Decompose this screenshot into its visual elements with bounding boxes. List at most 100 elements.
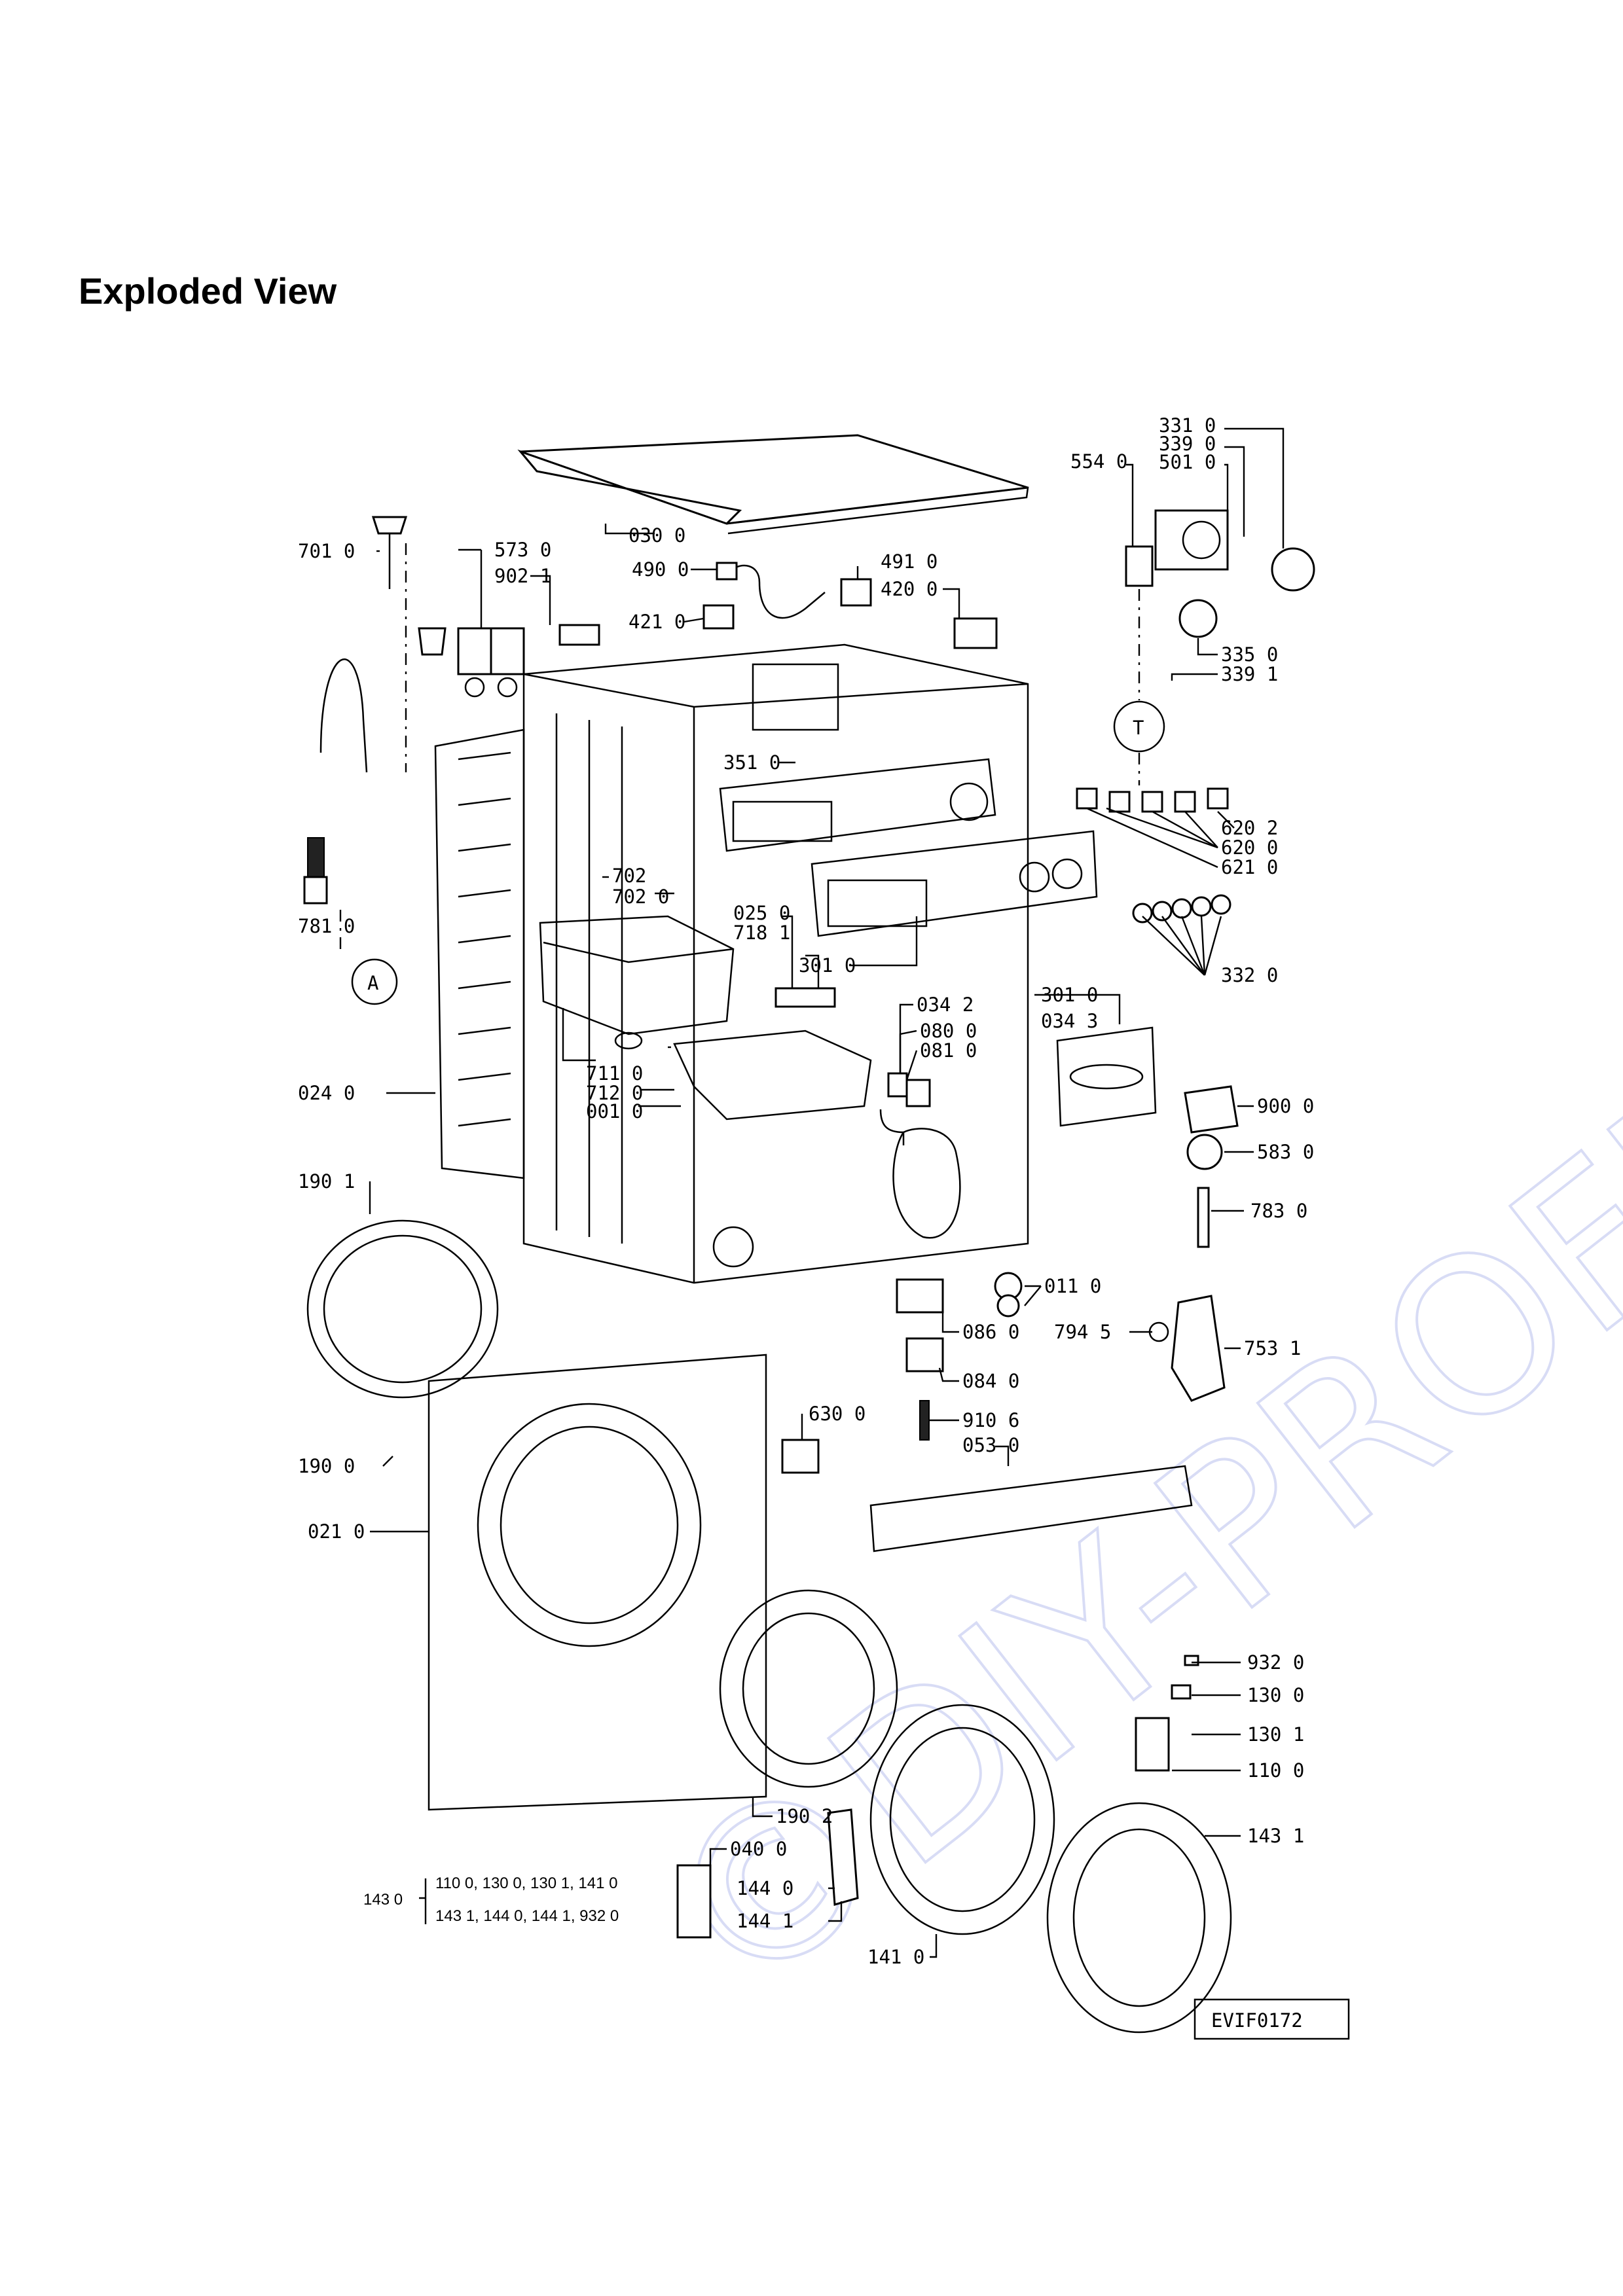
top-cover-part [517, 434, 1029, 535]
door-lock-part [702, 578, 872, 630]
label-190-1: 190 1 [298, 1170, 355, 1193]
label-712-0: 712 0 [586, 1082, 643, 1104]
label-144-1: 144 1 [737, 1910, 793, 1932]
label-301-0-handle: 301 0 [1041, 984, 1098, 1006]
marker-a: A [351, 958, 398, 1005]
label-141-0: 141 0 [867, 1946, 924, 1968]
label-490-0: 490 0 [632, 558, 689, 581]
label-573-0: 573 0 [494, 539, 551, 561]
drawing-code-box: EVIF0172 [1194, 1998, 1350, 2040]
label-794-5: 794 5 [1054, 1321, 1111, 1343]
pump-hose-part [892, 1079, 961, 1239]
label-501-0: 501 0 [1159, 451, 1216, 473]
door-glass-part [869, 1704, 1055, 1935]
label-421-0: 421 0 [629, 611, 685, 633]
power-cord-part [716, 562, 826, 619]
label-190-0: 190 0 [298, 1455, 355, 1477]
label-718-1: 718 1 [733, 922, 790, 944]
label-932-0: 932 0 [1247, 1651, 1304, 1674]
label-024-0: 024 0 [298, 1082, 355, 1104]
label-034-2: 034 2 [917, 994, 974, 1016]
label-040-0: 040 0 [730, 1838, 787, 1860]
side-panel-part [434, 728, 525, 1179]
label-335-0: 335 0 [1221, 643, 1278, 666]
shock-absorber-part [896, 1272, 1023, 1441]
label-011-0: 011 0 [1044, 1275, 1101, 1297]
fascia-panel-part [811, 830, 1098, 937]
programme-knob-part [1178, 547, 1315, 638]
page-title: Exploded View [79, 270, 337, 312]
label-030-0: 030 0 [629, 524, 685, 547]
label-332-0: 332 0 [1221, 964, 1278, 986]
label-081-0: 081 0 [920, 1039, 977, 1062]
leader-lines [369, 427, 1285, 1958]
label-620-0: 620 0 [1221, 836, 1278, 859]
kit-note-line-1: 110 0, 130 0, 130 1, 141 0 [435, 1874, 617, 1892]
label-080-0: 080 0 [920, 1020, 977, 1042]
kickplate-part [869, 1465, 1193, 1552]
label-351-0: 351 0 [723, 751, 780, 774]
label-339-0: 339 0 [1159, 433, 1216, 455]
label-753-1: 753 1 [1244, 1337, 1301, 1359]
door-handle-part [1135, 1655, 1199, 1772]
cabinet-frame-part [522, 643, 1029, 1284]
door-hinge-plate-part [676, 1808, 859, 1939]
label-621-0: 621 0 [1221, 856, 1278, 878]
label-144-0: 144 0 [737, 1877, 793, 1899]
label-143-1: 143 1 [1247, 1825, 1304, 1847]
marker-t-label: T [1133, 717, 1144, 739]
label-025-0: 025 0 [733, 902, 790, 924]
label-190-2: 190 2 [776, 1805, 833, 1827]
push-buttons-part [1132, 894, 1231, 924]
label-783-0: 783 0 [1250, 1200, 1307, 1222]
drawer-handle-part [1056, 1026, 1157, 1127]
label-702-0: 702 0 [612, 886, 669, 908]
timer-programmer-part [1125, 509, 1229, 587]
switch-block-part [1076, 787, 1229, 813]
marker-a-label: A [367, 972, 378, 994]
label-711-0: 711 0 [586, 1062, 643, 1085]
label-001-0: 001 0 [586, 1100, 643, 1122]
label-781-0: 781 0 [298, 915, 355, 937]
label-110-0: 110 0 [1247, 1759, 1304, 1782]
water-inlet-hose-part [303, 516, 408, 956]
label-034-3: 034 3 [1041, 1010, 1098, 1032]
label-902-1: 902 1 [494, 565, 551, 587]
interference-filter-part [558, 624, 600, 646]
label-331-0: 331 0 [1159, 414, 1216, 437]
label-910-6: 910 6 [962, 1409, 1019, 1431]
door-seal-part [306, 1219, 898, 1788]
label-130-0: 130 0 [1247, 1684, 1304, 1706]
detergent-drawer-part [673, 1030, 872, 1121]
control-panel-frame-part [719, 758, 996, 852]
label-021-0: 021 0 [308, 1520, 365, 1543]
label-053-0: 053 0 [962, 1434, 1019, 1456]
label-900-0: 900 0 [1257, 1095, 1314, 1117]
dispenser-housing-part [539, 915, 735, 1050]
kit-note-label: 143 0 [363, 1891, 403, 1909]
label-084-0: 084 0 [962, 1370, 1019, 1392]
part-labels: 030 0 701 0 573 0 902 1 490 0 491 0 420 … [298, 414, 1314, 1968]
label-420-0: 420 0 [881, 578, 938, 600]
label-301-0-fascia: 301 0 [799, 954, 856, 977]
label-702: 702 [612, 865, 646, 887]
label-701-0: 701 0 [298, 540, 355, 562]
label-130-1: 130 1 [1247, 1723, 1304, 1746]
label-339-1: 339 1 [1221, 663, 1278, 685]
drawing-code: EVIF0172 [1211, 2009, 1303, 2032]
label-554-0: 554 0 [1070, 450, 1127, 473]
pressure-switch-part [1184, 1085, 1239, 1248]
drain-pump-part [1148, 1295, 1226, 1402]
label-630-0: 630 0 [809, 1403, 866, 1425]
spring-clip-part [775, 987, 836, 1008]
door-kit-note: 143 0 110 0, 130 0, 130 1, 141 0 143 1, … [363, 1874, 619, 1925]
inlet-valve-part [418, 627, 525, 698]
capacitor-part [953, 617, 998, 649]
label-491-0: 491 0 [881, 550, 938, 573]
label-620-2: 620 2 [1221, 817, 1278, 839]
door-frame-part [1046, 1802, 1232, 2034]
door-hinge-part [781, 1439, 820, 1474]
label-583-0: 583 0 [1257, 1141, 1314, 1163]
label-086-0: 086 0 [962, 1321, 1019, 1343]
